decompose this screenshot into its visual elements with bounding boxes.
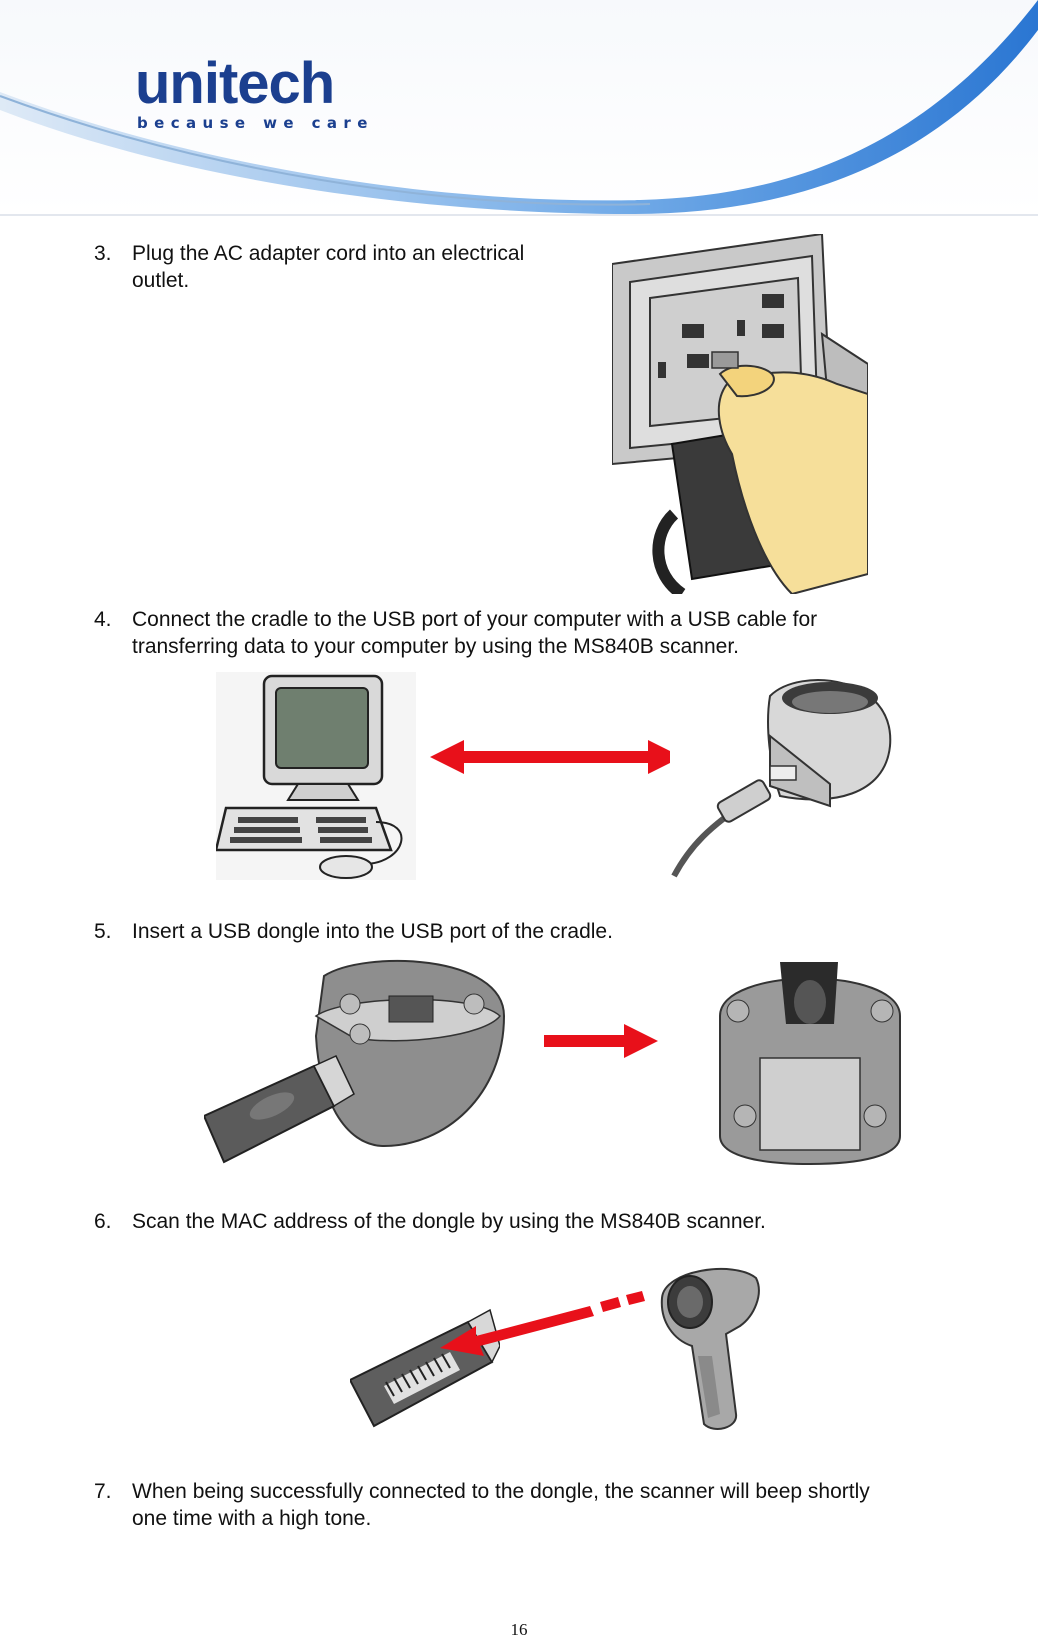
cradle-usb-cable-illustration [670,676,896,882]
cradle-with-dongle-illustration [710,956,910,1166]
step-text-line: Connect the cradle to the USB port of yo… [132,608,818,631]
step-number: 7. [94,1480,112,1503]
step-text-line: outlet. [132,269,190,292]
brand-logo: unitech [135,51,335,116]
outlet-plug-illustration [612,234,868,594]
cradle-bottom-illustration [204,956,514,1166]
computer-illustration [216,672,416,880]
right-arrow-icon [544,1024,658,1058]
step-text-line: Scan the MAC address of the dongle by us… [132,1210,766,1233]
scan-arrow-icon [440,1291,645,1356]
step-text-line: transferring data to your computer by us… [132,635,740,658]
step-number: 6. [94,1210,112,1233]
step-number: 5. [94,920,112,943]
page-header: unitech because we care [0,0,1038,222]
step-text-line: one time with a high tone. [132,1507,372,1530]
step-number: 3. [94,242,112,265]
step-text-line: When being successfully connected to the… [132,1480,870,1503]
step-text-line: Plug the AC adapter cord into an electri… [132,242,525,265]
header-swoosh [0,0,1038,216]
step-number: 4. [94,608,112,631]
usb-dongle-illustration [204,1055,355,1164]
double-arrow-icon [430,740,682,774]
brand-tagline: because we care [137,114,374,132]
step-text-line: Insert a USB dongle into the USB port of… [132,920,613,943]
ms840b-scanner-illustration [654,1264,766,1436]
page-number: 16 [510,1620,528,1639]
